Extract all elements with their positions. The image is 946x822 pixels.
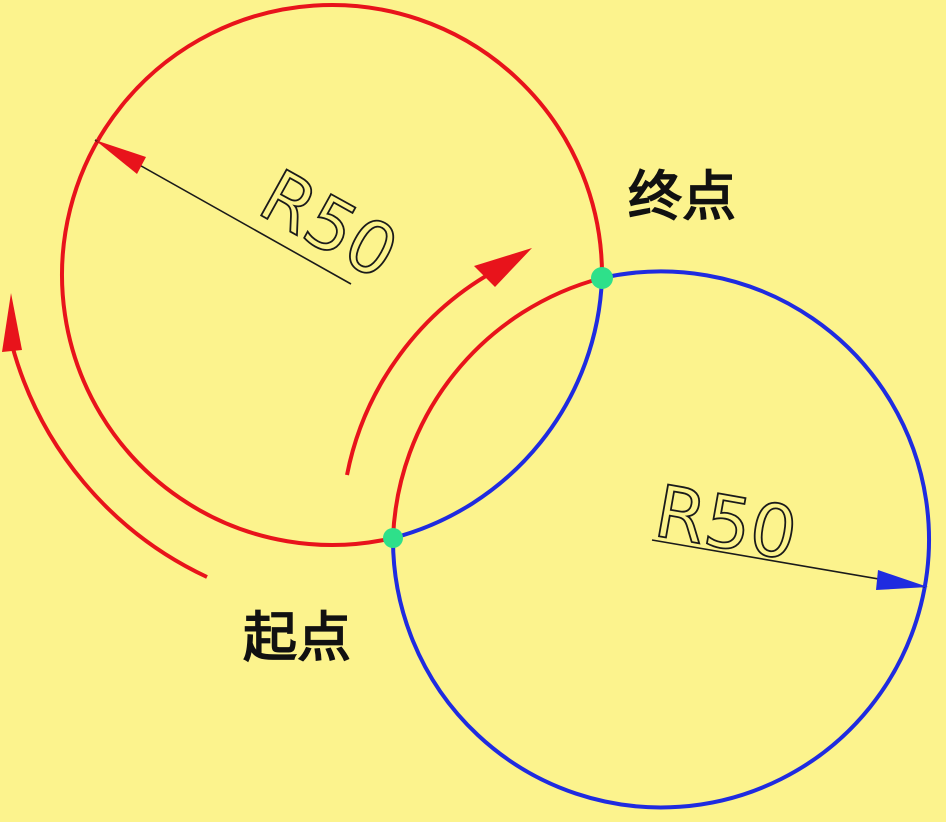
end-point-label: 终点	[628, 165, 736, 228]
blue-circle-major-arc	[390, 269, 931, 810]
end-point-marker	[591, 267, 613, 289]
direction-arrow-outer-curve	[10, 344, 208, 579]
blue-arc-path	[392, 277, 604, 540]
red-arc-path	[391, 276, 603, 539]
red-radius-arrowhead	[95, 140, 146, 174]
direction-arrow-inner-curve	[345, 266, 501, 476]
direction-arrow-outer-head	[2, 293, 22, 352]
direction-arrow-inner-head	[474, 248, 532, 287]
blue-radius-arrowhead	[876, 570, 928, 590]
start-point-marker	[383, 528, 403, 548]
start-point-label: 起点	[243, 606, 351, 669]
red-circle-major-arc	[60, 3, 605, 547]
